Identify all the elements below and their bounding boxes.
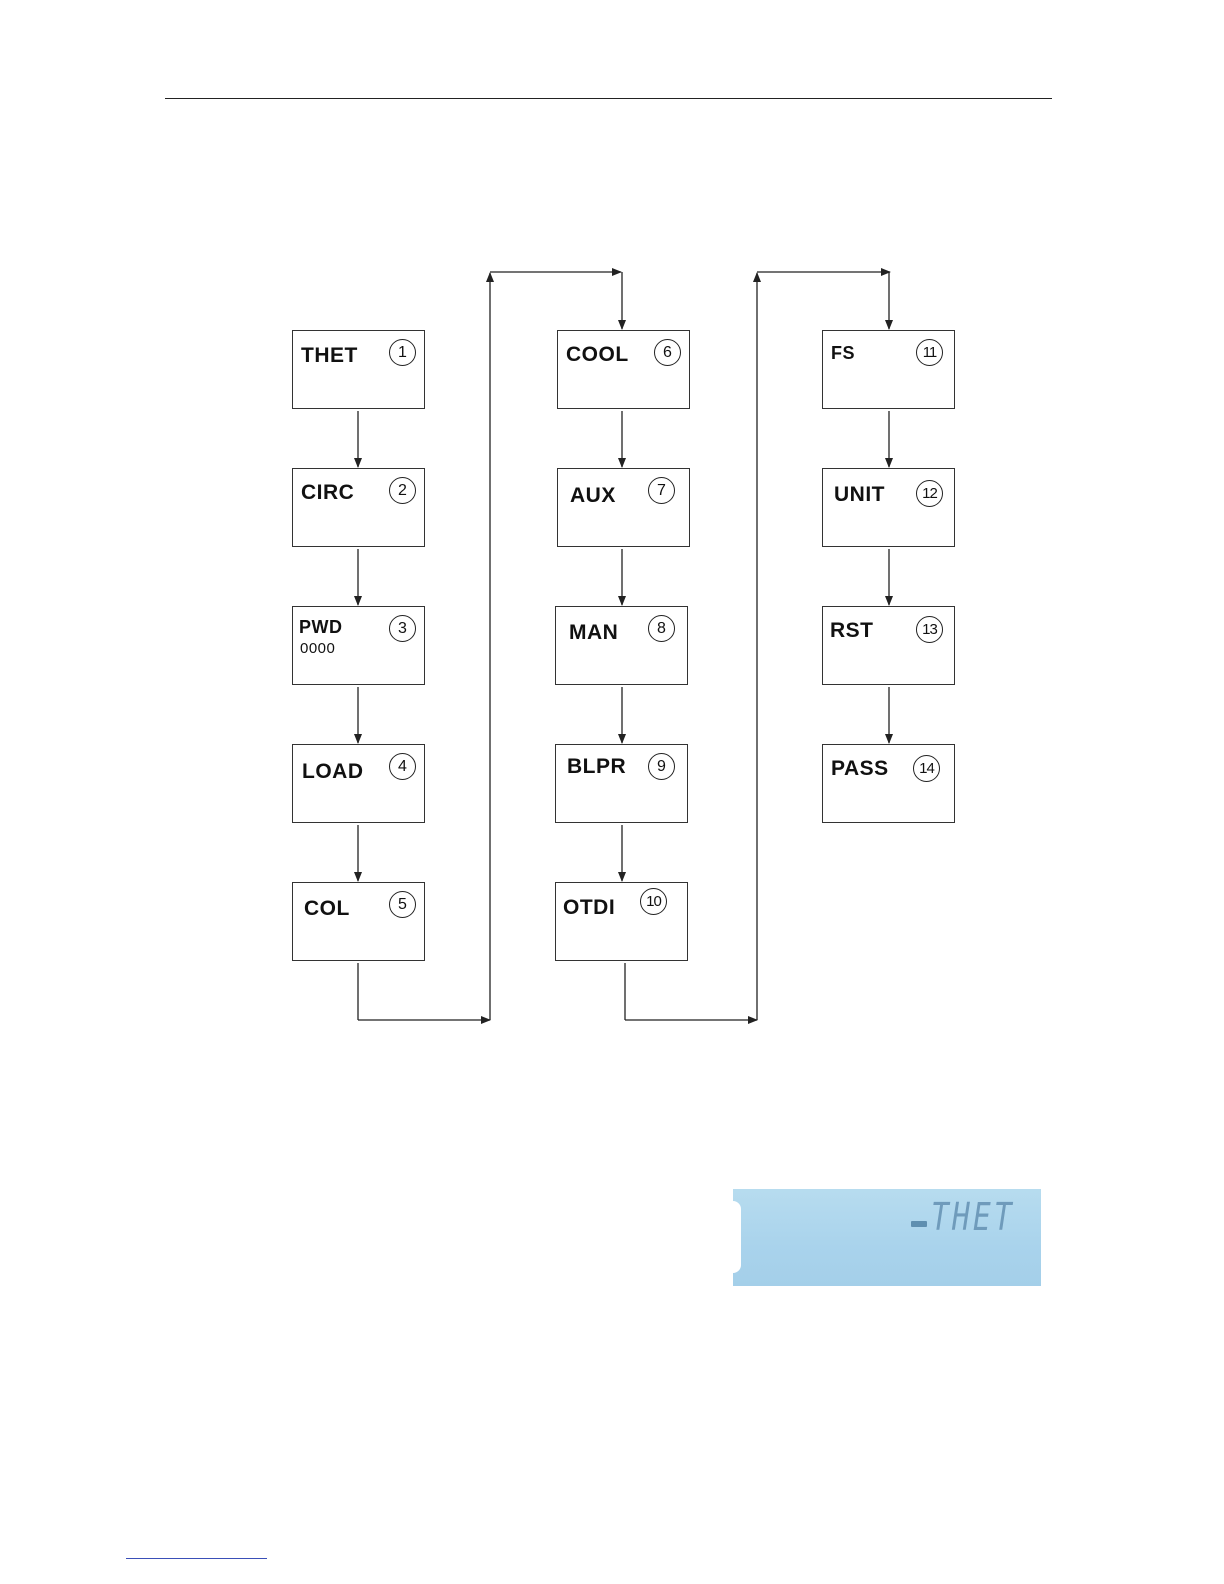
step-box-pass: PASS 14 bbox=[822, 744, 955, 823]
step-box-man: MAN 8 bbox=[555, 606, 688, 685]
step-number-badge: 7 bbox=[648, 477, 675, 504]
step-number-badge: 4 bbox=[389, 753, 416, 780]
step-number-badge: 2 bbox=[389, 477, 416, 504]
lcd-display: THET bbox=[733, 1189, 1041, 1286]
step-number-badge: 3 bbox=[389, 615, 416, 642]
step-box-blpr: BLPR 9 bbox=[555, 744, 688, 823]
step-box-cool: COOL 6 bbox=[557, 330, 690, 409]
step-number-badge: 11 bbox=[916, 339, 943, 366]
step-label: FS bbox=[831, 343, 855, 364]
step-label: MAN bbox=[569, 621, 618, 645]
step-box-fs: FS 11 bbox=[822, 330, 955, 409]
footer-rule bbox=[126, 1558, 267, 1559]
step-number-badge: 10 bbox=[640, 888, 667, 915]
step-box-otdi: OTDI 10 bbox=[555, 882, 688, 961]
step-label: COOL bbox=[566, 343, 629, 367]
lcd-display-text: THET bbox=[931, 1195, 1015, 1239]
step-value: 0000 bbox=[300, 640, 335, 657]
step-label: CIRC bbox=[301, 481, 354, 505]
step-box-rst: RST 13 bbox=[822, 606, 955, 685]
step-number-badge: 5 bbox=[389, 891, 416, 918]
lcd-bezel-notch bbox=[733, 1201, 741, 1273]
step-number-badge: 13 bbox=[916, 616, 943, 643]
step-label: PASS bbox=[831, 757, 889, 781]
step-number-badge: 14 bbox=[913, 755, 940, 782]
step-box-aux: AUX 7 bbox=[557, 468, 690, 547]
step-label: OTDI bbox=[563, 896, 615, 920]
step-number-badge: 12 bbox=[916, 480, 943, 507]
step-label: RST bbox=[830, 619, 874, 643]
step-box-thet: THET 1 bbox=[292, 330, 425, 409]
step-label: THET bbox=[301, 344, 358, 368]
step-box-load: LOAD 4 bbox=[292, 744, 425, 823]
step-box-pwd: PWD 0000 3 bbox=[292, 606, 425, 685]
step-label: UNIT bbox=[834, 483, 885, 507]
step-label: COL bbox=[304, 897, 350, 921]
step-number-badge: 1 bbox=[389, 339, 416, 366]
step-label: PWD bbox=[299, 617, 343, 638]
step-box-circ: CIRC 2 bbox=[292, 468, 425, 547]
step-box-col: COL 5 bbox=[292, 882, 425, 961]
step-label: BLPR bbox=[567, 755, 626, 779]
step-label: AUX bbox=[570, 484, 616, 508]
step-number-badge: 9 bbox=[648, 753, 675, 780]
step-number-badge: 6 bbox=[654, 339, 681, 366]
step-label: LOAD bbox=[302, 760, 364, 784]
lcd-minus-segment bbox=[911, 1221, 927, 1227]
step-number-badge: 8 bbox=[648, 615, 675, 642]
step-box-unit: UNIT 12 bbox=[822, 468, 955, 547]
